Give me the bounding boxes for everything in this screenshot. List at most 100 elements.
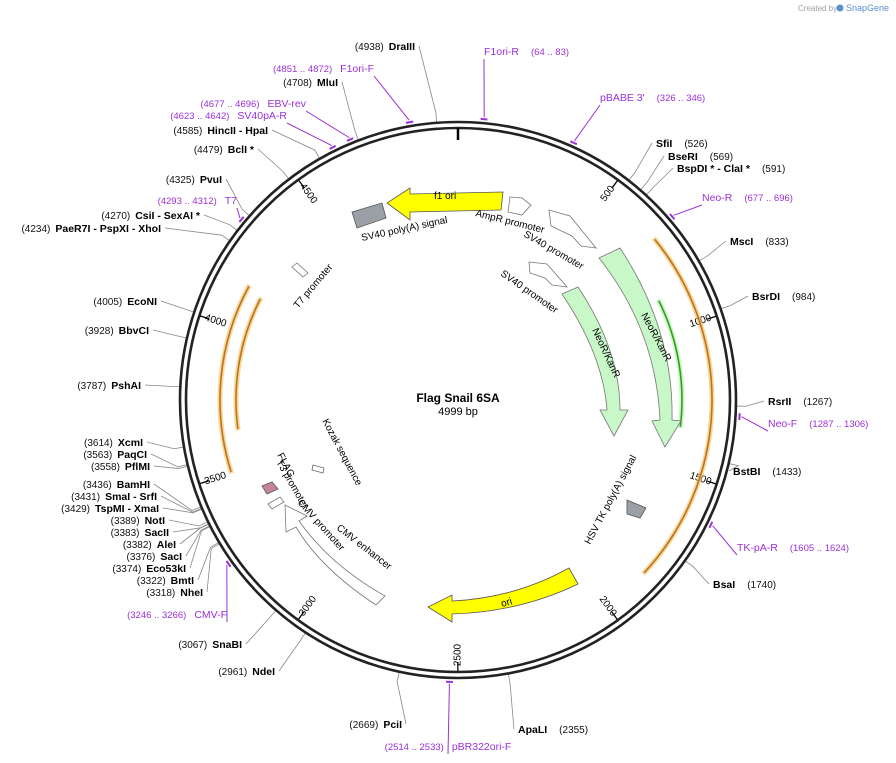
enzyme-leader-line bbox=[628, 142, 653, 181]
primer-label-cmv-f: (3246 .. 3266)CMV-F bbox=[127, 609, 227, 621]
enzyme-label-snabi: (3067)SnaBI bbox=[178, 639, 242, 651]
enzyme-position: (3322) bbox=[137, 576, 166, 587]
feature-arrows bbox=[261, 187, 682, 623]
enzyme-leader-line bbox=[640, 155, 665, 190]
enzyme-position: (3389) bbox=[111, 516, 140, 527]
enzyme-leader-line bbox=[257, 148, 289, 179]
primer-name: F1ori-F bbox=[340, 63, 374, 75]
enzyme-leader-line bbox=[278, 633, 306, 672]
ampr-promoter-arrow bbox=[507, 196, 532, 216]
enzyme-name: AleI bbox=[157, 539, 176, 551]
enzyme-leader-line bbox=[144, 384, 180, 388]
enzyme-leader-line bbox=[150, 453, 187, 468]
enzyme-label-rsrii: RsrII(1267) bbox=[768, 396, 832, 408]
enzyme-label-sfii: SfiI(526) bbox=[656, 138, 708, 150]
enzyme-leader-line bbox=[189, 526, 210, 569]
leader-lines bbox=[144, 45, 765, 730]
enzyme-label-saci: (3376)SacI bbox=[126, 551, 182, 563]
enzyme-position: (4479) bbox=[194, 145, 223, 156]
orf-arc-green-arrow bbox=[658, 300, 683, 427]
enzyme-label-noti: (3389)NotI bbox=[111, 515, 165, 527]
tick-mark bbox=[199, 480, 209, 485]
enzyme-position: (3376) bbox=[126, 552, 155, 563]
primer-mark bbox=[480, 117, 488, 121]
enzyme-position: (3383) bbox=[111, 528, 140, 539]
enzyme-name: Eco53kI bbox=[146, 563, 186, 575]
enzyme-position: (3558) bbox=[91, 462, 120, 473]
primer-range: (1605 .. 1624) bbox=[790, 543, 849, 554]
enzyme-labels: (4938)DraIII(4708)MluI(4585)HincII - Hpa… bbox=[21, 41, 832, 736]
enzyme-label-sacii: (3383)SacII bbox=[111, 527, 170, 539]
enzyme-leader-line bbox=[418, 45, 438, 122]
enzyme-name: MluI bbox=[317, 77, 338, 89]
enzyme-name: PaeR7I - PspXI - XhoI bbox=[55, 223, 161, 235]
enzyme-leader-line bbox=[685, 560, 710, 585]
enzyme-position: (3928) bbox=[85, 326, 114, 337]
backbone-outer-strand bbox=[178, 120, 738, 680]
orf-arc-right-arrow bbox=[643, 238, 713, 574]
tick-label: 3500 bbox=[203, 470, 228, 487]
enzyme-name: PciI bbox=[383, 719, 402, 731]
enzyme-position: (4708) bbox=[283, 78, 312, 89]
enzyme-position: (4938) bbox=[355, 42, 384, 53]
f1-ori-arrow bbox=[386, 187, 504, 221]
enzyme-label-pcii: (2669)PciI bbox=[349, 719, 402, 731]
enzyme-position: (591) bbox=[762, 164, 785, 175]
enzyme-label-bbvci: (3928) BbvCI bbox=[85, 325, 149, 337]
enzyme-position: (3563) bbox=[83, 450, 112, 461]
enzyme-position: (1267) bbox=[803, 397, 832, 408]
tick-mark bbox=[611, 180, 618, 189]
enzyme-position: (3067) bbox=[178, 640, 207, 651]
primer-range: (4623 .. 4642) bbox=[170, 111, 229, 122]
enzyme-name: NdeI bbox=[252, 666, 275, 678]
sv40-promoter-arrow-2 bbox=[528, 261, 568, 288]
enzyme-leader-line bbox=[168, 519, 208, 527]
primer-name: Neo-R bbox=[702, 192, 733, 204]
neo-kanr-arrow-2 bbox=[561, 286, 629, 437]
enzyme-label-bseri: BseRI(569) bbox=[668, 151, 733, 163]
flag-box bbox=[261, 481, 279, 495]
primer-range: (4851 .. 4872) bbox=[273, 64, 332, 75]
tick-mark bbox=[298, 611, 305, 620]
enzyme-leader-line bbox=[164, 227, 230, 241]
enzyme-label-pflmi: (3558) PflMI bbox=[91, 461, 150, 473]
enzyme-label-pvui: (4325)PvuI bbox=[166, 174, 222, 186]
f1-ori-label: f1 ori bbox=[434, 191, 456, 202]
tick-label: 500 bbox=[599, 183, 618, 203]
enzyme-name: SmaI - SrfI bbox=[105, 491, 157, 503]
enzyme-position: (4585) bbox=[173, 126, 202, 137]
credit-prefix: Created by bbox=[798, 4, 837, 13]
enzyme-name: BclI * bbox=[228, 144, 255, 156]
primer-leader-line bbox=[236, 207, 241, 219]
plasmid-length: 4999 bp bbox=[438, 406, 478, 418]
enzyme-leader-line bbox=[172, 523, 209, 533]
primer-label-pbabe-3: pBABE 3'(326 .. 346) bbox=[600, 92, 705, 104]
enzyme-leader-line bbox=[179, 523, 209, 545]
enzyme-name: NheI bbox=[180, 587, 203, 599]
primer-label-neo-r: Neo-R (677 .. 696) bbox=[702, 192, 793, 204]
enzyme-leader-line bbox=[245, 610, 276, 645]
primer-name: T7 bbox=[225, 195, 237, 207]
enzyme-name: SfiI bbox=[656, 138, 672, 150]
enzyme-position: (3787) bbox=[77, 381, 106, 392]
primer-leader-line bbox=[712, 525, 738, 556]
primer-range: (677 .. 696) bbox=[744, 193, 793, 204]
primer-name: pBABE 3' bbox=[600, 92, 645, 104]
primer-label-f1ori-r: F1ori-R(64 .. 83) bbox=[484, 46, 569, 58]
primer-leader-line bbox=[573, 104, 601, 142]
kozak-sequence-label: Kozak sequence bbox=[319, 417, 364, 488]
enzyme-label-econi: (4005)EcoNI bbox=[93, 296, 157, 308]
enzyme-name: PflMI bbox=[125, 461, 150, 473]
enzyme-name: BspDI * - ClaI * bbox=[677, 163, 751, 175]
enzyme-leader-line bbox=[736, 400, 765, 407]
tick-label: 4500 bbox=[297, 181, 319, 206]
enzyme-label-bcli: (4479) BclI * bbox=[194, 144, 255, 156]
enzyme-leader-line bbox=[185, 525, 210, 557]
enzyme-position: (1740) bbox=[747, 580, 776, 591]
enzyme-name: BbvCI bbox=[119, 325, 149, 337]
enzyme-label-paqci: (3563)PaqCI bbox=[83, 449, 147, 461]
neo-kanr-arrow-1 bbox=[598, 247, 682, 448]
tick-mark bbox=[298, 180, 305, 189]
enzyme-name: HincII - HpaI bbox=[207, 125, 268, 137]
primer-leader-line bbox=[305, 110, 350, 139]
